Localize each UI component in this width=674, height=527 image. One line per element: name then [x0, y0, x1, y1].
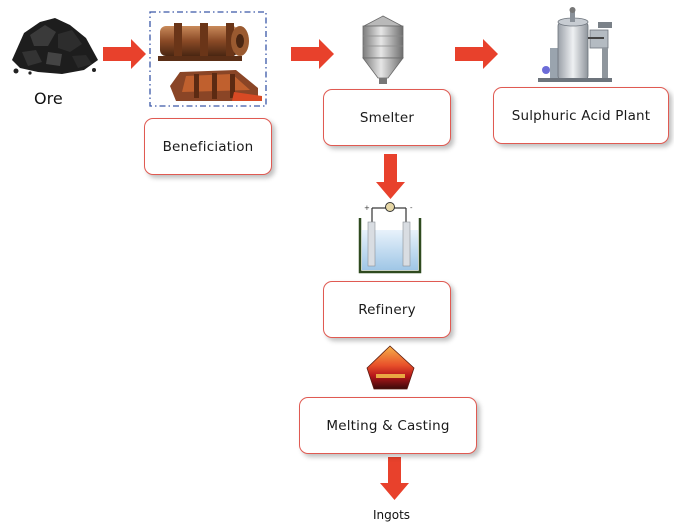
arrow-smelter-to-acid-plant	[455, 39, 498, 69]
step-acid-plant-label: Sulphuric Acid Plant	[511, 107, 651, 124]
svg-text:+: +	[364, 204, 370, 212]
step-refinery: Refinery	[323, 281, 451, 338]
smelter-silo-icon	[362, 15, 404, 84]
ball-mill-icon	[158, 23, 249, 61]
ore-label: Ore	[34, 89, 63, 108]
ore-pile-icon	[12, 18, 98, 75]
ingots-label: Ingots	[373, 508, 411, 522]
step-melting-casting-label: Melting & Casting	[326, 417, 450, 434]
acid-plant-icon	[538, 7, 612, 82]
flotation-cell-icon	[170, 70, 262, 101]
beneficiation-image-frame	[149, 11, 267, 107]
step-refinery-label: Refinery	[358, 301, 416, 318]
arrow-beneficiation-to-smelter	[291, 39, 334, 69]
melting-furnace-icon	[366, 345, 415, 390]
step-beneficiation: Beneficiation	[144, 118, 272, 175]
svg-text:-: -	[410, 204, 413, 212]
step-smelter-label: Smelter	[359, 109, 415, 126]
step-melting-casting: Melting & Casting	[299, 397, 477, 454]
arrow-ore-to-beneficiation	[103, 39, 146, 69]
step-beneficiation-label: Beneficiation	[162, 138, 254, 155]
arrow-smelter-to-refinery	[376, 154, 405, 199]
refinery-cell-icon: + -	[358, 202, 422, 274]
step-acid-plant: Sulphuric Acid Plant	[493, 87, 669, 144]
step-smelter: Smelter	[323, 89, 451, 146]
arrow-casting-to-ingots	[380, 457, 409, 500]
